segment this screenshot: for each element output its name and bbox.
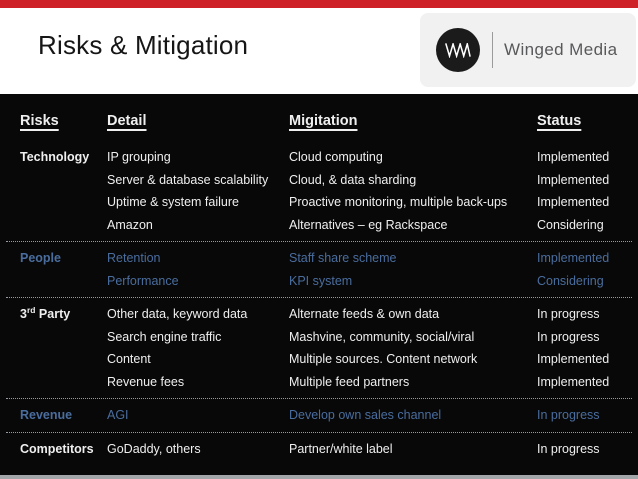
table-row: Technology IP grouping Cloud computing Impl… (0, 146, 638, 169)
mitigation-cell: Multiple feed partners (289, 374, 410, 389)
risk-category-label: 3rd Party (20, 304, 71, 321)
table-section: Revenue AGI Develop own sales channel In pr… (0, 404, 638, 427)
table-row: Uptime & system failure Proactive monitor… (0, 191, 638, 214)
column-header-status: Status (537, 113, 582, 129)
section-divider (6, 241, 632, 242)
table-row: Amazon Alternatives – eg Rackspace Conside… (0, 214, 638, 237)
table-section: 3rd Party Other data, keyword data Alterna… (0, 303, 638, 393)
table-section: Competitors GoDaddy, others Partner/white … (0, 438, 638, 461)
mitigation-cell: Cloud computing (289, 150, 383, 164)
table-row: Performance KPI system Considering (0, 270, 638, 293)
status-cell: Implemented (537, 374, 610, 389)
table-row: Revenue AGI Develop own sales channel In pr… (0, 404, 638, 427)
mitigation-cell: Develop own sales channel (289, 408, 442, 422)
status-cell: Implemented (537, 251, 610, 265)
wm-monogram-icon (436, 28, 480, 72)
column-header-risks: Risks (20, 113, 59, 129)
status-cell: In progress (537, 307, 600, 321)
bottom-strip (0, 475, 638, 479)
status-cell: Implemented (537, 195, 610, 209)
risk-category-label (20, 214, 107, 237)
detail-cell: Content (107, 352, 151, 366)
table-row: Content Multiple sources. Content network… (0, 348, 638, 371)
detail-cell: Uptime & system failure (107, 195, 239, 209)
status-cell: Considering (537, 273, 604, 288)
risk-category-label (20, 371, 107, 394)
risk-category-label: Technology (20, 150, 90, 164)
slide-header: Risks & Mitigation Winged Media (0, 8, 638, 94)
column-header-mitigation: Migitation (289, 113, 358, 129)
winged-media-logo: Winged Media (420, 13, 636, 87)
detail-cell: Search engine traffic (107, 329, 222, 344)
mitigation-cell: Cloud, & data sharding (289, 172, 417, 187)
detail-cell: Revenue fees (107, 374, 185, 389)
risk-category-label (20, 169, 107, 192)
detail-cell: AGI (107, 408, 129, 422)
detail-cell: Amazon (107, 217, 153, 232)
page-title: Risks & Mitigation (38, 30, 249, 60)
risk-category-label: People (20, 251, 61, 265)
detail-cell: IP grouping (107, 150, 171, 164)
mitigation-cell: Staff share scheme (289, 251, 397, 265)
status-cell: In progress (537, 441, 600, 456)
table-row: Revenue fees Multiple feed partners Implem… (0, 371, 638, 394)
detail-cell: GoDaddy, others (107, 441, 201, 456)
risk-category-label (20, 270, 107, 293)
risk-category-label: Revenue (20, 408, 73, 422)
mitigation-cell: KPI system (289, 273, 353, 288)
table-row: Search engine traffic Mashvine, community… (0, 326, 638, 349)
mitigation-cell: Multiple sources. Content network (289, 352, 478, 366)
mitigation-cell: Mashvine, community, social/viral (289, 329, 475, 344)
table-row: Competitors GoDaddy, others Partner/white … (0, 438, 638, 461)
mitigation-cell: Alternate feeds & own data (289, 307, 440, 321)
detail-cell: Server & database scalability (107, 172, 269, 187)
status-cell: Considering (537, 217, 604, 232)
mitigation-cell: Proactive monitoring, multiple back-ups (289, 195, 508, 209)
detail-cell: Performance (107, 273, 179, 288)
status-cell: Implemented (537, 352, 610, 366)
logo-divider (492, 32, 493, 68)
section-divider (6, 297, 632, 298)
brand-name: Winged Media (504, 40, 618, 59)
status-cell: In progress (537, 408, 600, 422)
risk-category-label (20, 326, 107, 349)
table-row: Server & database scalability Cloud, & da… (0, 169, 638, 192)
table-header-row: Risks Detail Migitation Status (0, 110, 638, 132)
detail-cell: Other data, keyword data (107, 307, 248, 321)
mitigation-cell: Alternatives – eg Rackspace (289, 217, 448, 232)
risk-category-label (20, 191, 107, 214)
table-section: People Retention Staff share scheme Impleme… (0, 247, 638, 292)
detail-cell: Retention (107, 251, 161, 265)
status-cell: Implemented (537, 172, 610, 187)
table-row: People Retention Staff share scheme Impleme… (0, 247, 638, 270)
section-divider (6, 431, 632, 433)
status-cell: Implemented (537, 150, 610, 164)
section-divider (6, 398, 632, 399)
table-row: 3rd Party Other data, keyword data Alterna… (0, 303, 638, 326)
top-accent-bar (0, 0, 638, 8)
column-header-detail: Detail (107, 113, 147, 129)
risk-category-label: Competitors (20, 441, 94, 456)
risk-category-label (20, 348, 107, 371)
mitigation-cell: Partner/white label (289, 441, 393, 456)
risks-table: Risks Detail Migitation Status Technolog… (0, 94, 638, 475)
status-cell: In progress (537, 329, 600, 344)
